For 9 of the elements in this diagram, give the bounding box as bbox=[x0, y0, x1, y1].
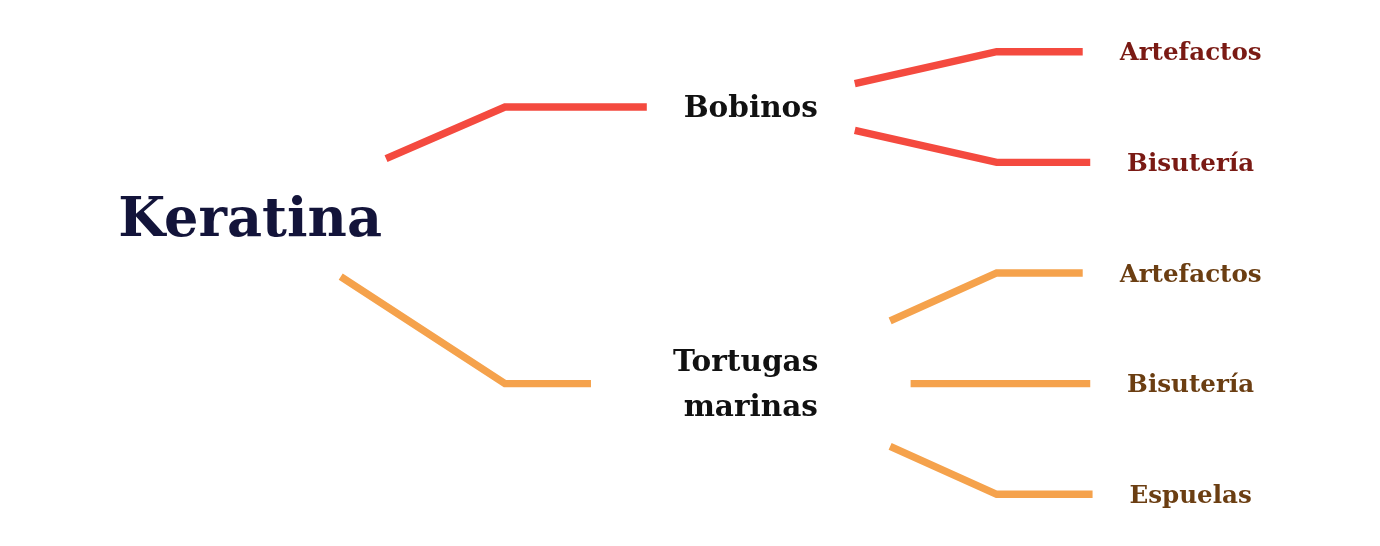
node-text: Bobinos bbox=[683, 88, 818, 125]
node-text: Bisutería bbox=[1127, 147, 1255, 178]
node-text: Tortugas marinas bbox=[673, 343, 819, 423]
node-text: Artefactos bbox=[1119, 258, 1262, 288]
connector bbox=[853, 126, 1091, 167]
node-text: Bisutería bbox=[1127, 368, 1255, 399]
node-text: Keratina bbox=[118, 185, 382, 249]
node-text: Artefactos bbox=[1119, 36, 1262, 67]
node-text: Espuelas bbox=[1129, 479, 1252, 510]
